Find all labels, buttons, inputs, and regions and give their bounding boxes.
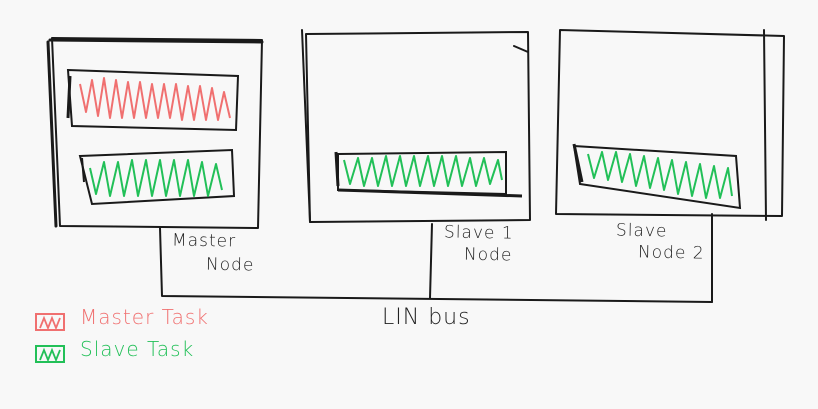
slave1-node-label-line1: Slave 1: [443, 222, 514, 244]
master-node-label-line2: Node: [205, 254, 255, 276]
legend-slave-swatch: [35, 345, 65, 363]
legend-master-task-label: Master Task: [80, 305, 209, 329]
master-node-slave-task-block: [78, 148, 236, 206]
slave2-node-label-line2: Node 2: [637, 242, 705, 264]
slave2-node-box: [555, 29, 785, 221]
master-task-block: [66, 68, 240, 132]
master-node-label-line1: Master: [171, 230, 237, 252]
slave2-node-label-line1: Slave: [615, 220, 668, 242]
legend-master-swatch: [35, 313, 65, 331]
lin-bus-line: [159, 213, 713, 303]
slave1-node-box: [301, 29, 531, 223]
lin-bus-label: LIN bus: [382, 305, 471, 330]
slave1-task-block: [334, 150, 523, 198]
slave1-node-label-line2: Node: [463, 244, 513, 266]
slave2-task-block: [572, 143, 742, 210]
legend-slave-task-label: Slave Task: [80, 337, 195, 361]
master-node-box: [46, 37, 264, 229]
